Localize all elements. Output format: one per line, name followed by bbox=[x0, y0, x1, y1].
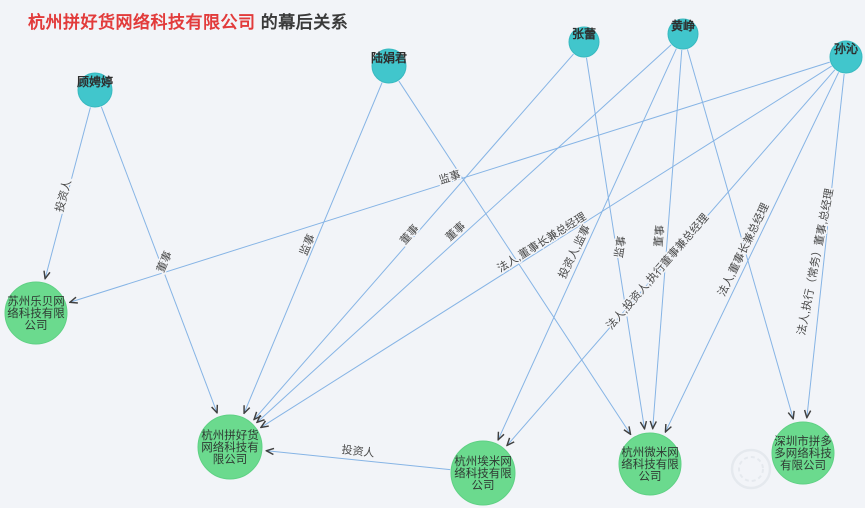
graph-edge-huangzheng-shenzhenpdd bbox=[686, 49, 793, 418]
node-label: 张蕾 bbox=[572, 26, 596, 41]
node-label: 孙沁 bbox=[834, 41, 858, 56]
graph-edge-sunqin-weimi bbox=[666, 72, 840, 431]
edges-layer bbox=[45, 44, 845, 471]
edge-label-gupinting-suzhoulebei: 投资人 bbox=[52, 178, 74, 213]
graph-edge-zhanglei-pinhaohuo bbox=[254, 53, 574, 419]
page-title-company: 杭州拼好货网络科技有限公司 bbox=[28, 13, 256, 32]
edge-label-sunqin-shenzhenpdd: 法人,执行（常务）董事,总经理 bbox=[794, 187, 836, 336]
nodes-layer: 顾娉婷 陆娟君 张蕾 黄峥孙沁苏州乐贝网络科技有限公司杭州拼好货网络科技有限公司杭州埃… bbox=[4, 18, 863, 506]
node-label: 杭州埃米网络科技有限公司 bbox=[454, 454, 512, 492]
edge-label-sunqin-suzhoulebei: 监事 bbox=[437, 168, 462, 187]
graph-edge-huangzheng-pinhaohuo bbox=[257, 44, 672, 422]
node-label: 苏州乐贝网络科技有限公司 bbox=[7, 295, 65, 332]
graph-node-gupinting[interactable]: 顾娉婷 bbox=[77, 72, 113, 108]
edge-label-sunqin-weimi: 法人,董事长兼总经理 bbox=[714, 201, 771, 299]
graph-edge-lujuanjun-weimi bbox=[398, 80, 630, 434]
graph-node-suzhoulebei[interactable]: 苏州乐贝网络科技有限公司 bbox=[4, 281, 68, 345]
graph-node-pinhaohuo[interactable]: 杭州拼好货网络科技有限公司 bbox=[197, 414, 263, 480]
graph-edge-gupinting-pinhaohuo bbox=[100, 106, 217, 413]
graph-edge-sunqin-shenzhenpdd bbox=[807, 73, 845, 417]
graph-edge-lujuanjun-pinhaohuo bbox=[244, 82, 383, 413]
node-label: 杭州拼好货网络科技有限公司 bbox=[201, 428, 259, 466]
graph-node-weimi[interactable]: 杭州微米网络科技有限公司 bbox=[618, 432, 682, 496]
edge-labels-layer: 投资人董事监事董事监事董事投资人,监事董事监事法人,董事长兼总经理法人,投资人,… bbox=[50, 167, 837, 462]
graph-edge-sunqin-aimi bbox=[507, 69, 836, 445]
page-title: 杭州拼好货网络科技有限公司 的幕后关系 bbox=[28, 8, 348, 33]
edge-label-huangzheng-pinhaohuo: 董事 bbox=[443, 219, 468, 243]
node-label: 杭州微米网络科技有限公司 bbox=[621, 445, 679, 483]
edge-label-zhanglei-weimi: 监事 bbox=[612, 235, 628, 259]
graph-edge-sunqin-suzhoulebei bbox=[70, 61, 830, 302]
graph-node-sunqin[interactable]: 孙沁 bbox=[829, 40, 863, 74]
node-label: 顾娉婷 bbox=[77, 74, 113, 89]
graph-edge-gupinting-suzhoulebei bbox=[45, 107, 91, 278]
node-label: 陆娟君 bbox=[371, 50, 407, 65]
node-label: 黄峥 bbox=[671, 18, 695, 33]
edge-label-zhanglei-pinhaohuo: 董事 bbox=[397, 222, 421, 247]
graph-node-shenzhenpdd[interactable]: 深圳市拼多多网络科技有限公司 bbox=[771, 421, 835, 485]
graph-edge-zhanglei-weimi bbox=[585, 57, 644, 429]
graph-node-lujuanjun[interactable]: 陆娟君 bbox=[371, 48, 407, 84]
page-title-suffix: 的幕后关系 bbox=[255, 13, 349, 32]
edge-label-huangzheng-weimi: 董事 bbox=[652, 224, 667, 247]
graph-node-aimi[interactable]: 杭州埃米网络科技有限公司 bbox=[450, 440, 516, 506]
graph-edge-aimi-pinhaohuo bbox=[267, 451, 451, 471]
graph-edge-sunqin-pinhaohuo bbox=[261, 65, 832, 427]
graph-node-zhanglei[interactable]: 张蕾 bbox=[568, 26, 600, 58]
watermark-logo bbox=[730, 448, 772, 490]
graph-edge-huangzheng-weimi bbox=[653, 49, 683, 428]
node-label: 深圳市拼多多网络科技有限公司 bbox=[774, 434, 832, 472]
edge-label-aimi-pinhaohuo: 投资人 bbox=[341, 442, 375, 459]
graph-node-huangzheng[interactable]: 黄峥 bbox=[667, 18, 699, 50]
graph-edge-huangzheng-aimi bbox=[498, 48, 677, 440]
